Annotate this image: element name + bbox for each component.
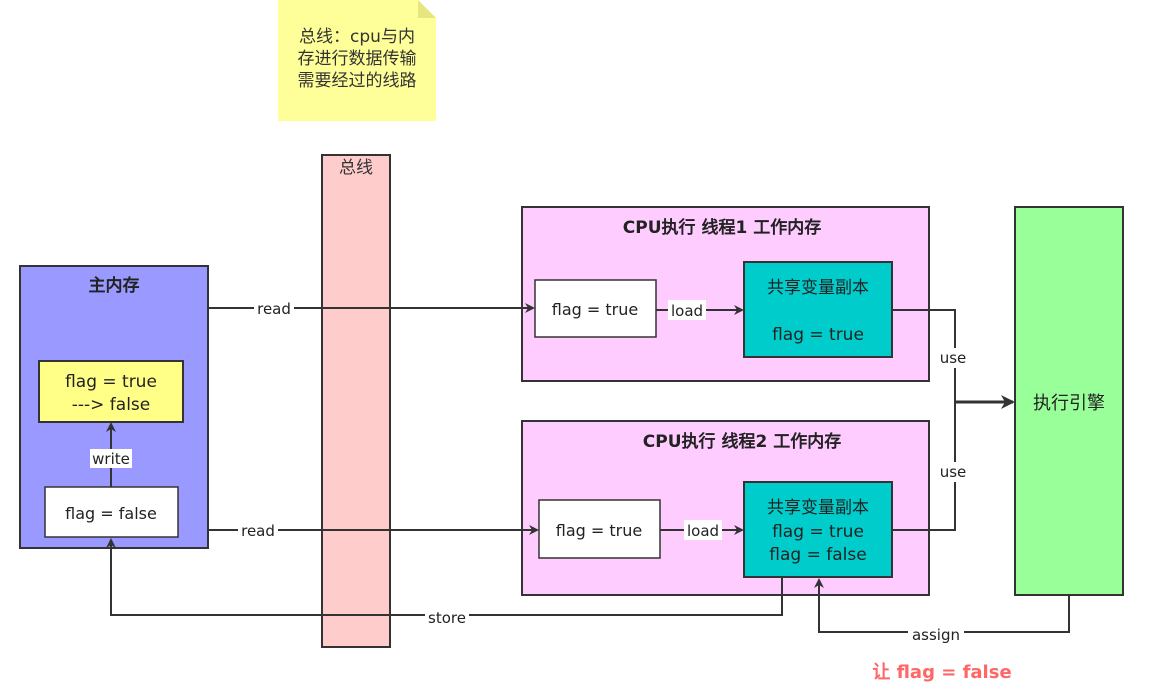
engine-title: 执行引擎 [1033,393,1105,414]
flag-false-box [44,486,179,538]
note-line-2: 存进行数据传输 [298,49,417,69]
thread2-copy-title: 共享变量副本 [767,498,869,518]
thread2-title: CPU执行 线程2 工作内存 [643,431,841,452]
thread2-shared-copy [743,481,893,578]
bus-note: 总线：cpu与内 存进行数据传输 需要经过的线路 [278,0,436,121]
main-memory: 主内存 flag = true ---> false flag = false … [19,265,209,549]
thread1-shared-copy [743,261,893,358]
read-label-1: read [257,300,291,318]
thread2-copy-value-1: flag = true [772,522,864,542]
assign-label: assign [912,626,960,644]
use-edges: use use [892,309,1015,531]
thread1-title: CPU执行 线程1 工作内存 [623,217,821,238]
write-label: write [92,450,130,468]
engine-box [1014,206,1124,596]
store-edge: store [106,538,783,627]
use-label-2: use [940,463,967,481]
main-memory-title: 主内存 [89,275,140,296]
use-line-1 [892,309,956,402]
thread2-load-bg [684,520,722,540]
thread1-copy-title: 共享变量副本 [767,278,869,298]
write-label-bg [90,449,132,468]
use-2-bg [936,462,970,482]
use-line-2 [892,402,956,531]
thread2-flag-label: flag = true [556,521,642,540]
note-line-1: 总线：cpu与内 [299,27,415,47]
flag-box-line-1: flag = true [65,372,157,392]
note-fold [418,0,436,18]
note-line-3: 需要经过的线路 [298,71,417,91]
read-edges: read read [208,298,539,540]
execution-engine: 执行引擎 [1014,206,1124,596]
thread2-working-memory: CPU执行 线程2 工作内存 flag = true 共享变量副本 flag =… [521,420,930,596]
thread2-load-label: load [687,522,719,540]
bus-title: 总线 [339,158,373,178]
flag-box-line-2: ---> false [72,395,151,415]
read-1-bg [254,298,294,318]
store-label: store [428,609,466,627]
bus-bar [321,154,391,648]
assign-bg [908,624,964,644]
thread1-working-memory: CPU执行 线程1 工作内存 flag = true 共享变量副本 flag =… [521,206,930,382]
read-2-bg [238,520,278,540]
assign-edge: assign [814,578,1070,644]
thread1-copy-value: flag = true [772,325,864,345]
use-1-bg [936,348,970,368]
thread1-flag-box [534,279,657,338]
thread1-flag-label: flag = true [552,300,638,319]
thread1-load-bg [668,300,706,320]
assign-caption: 让 flag = false [872,662,1011,683]
note-shape [278,0,436,121]
store-bg [425,607,469,627]
thread2-copy-value-2: flag = false [769,545,866,565]
use-label-1: use [940,349,967,367]
flag-false-label: flag = false [65,504,157,523]
read-label-2: read [241,522,275,540]
bus: 总线 [321,154,391,648]
thread1-load-label: load [671,302,703,320]
